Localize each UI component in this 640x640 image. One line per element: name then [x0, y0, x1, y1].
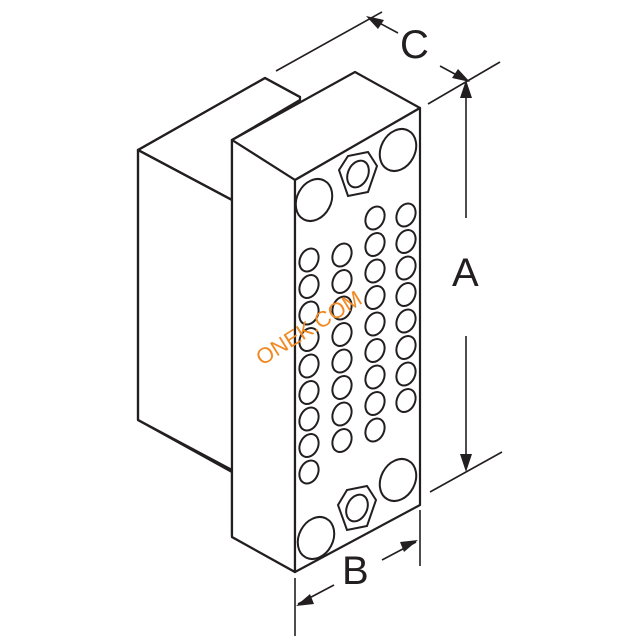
- contact-hole: [364, 390, 386, 417]
- contact-hole: [298, 406, 320, 432]
- contact-hole: [298, 432, 320, 459]
- pin-hole-grid: [298, 202, 417, 485]
- contact-hole: [395, 228, 417, 255]
- contact-hole: [331, 268, 353, 295]
- contact-hole: [331, 401, 353, 427]
- contact-hole: [395, 334, 417, 361]
- contact-hole: [364, 417, 386, 443]
- contact-hole: [364, 205, 386, 231]
- dimension-b-arrow: [400, 540, 418, 552]
- contact-hole: [298, 379, 320, 406]
- contact-hole: [364, 284, 386, 311]
- dimension-c-arrow: [452, 69, 470, 82]
- dimension-a-ext-line: [429, 451, 503, 493]
- contact-hole: [331, 374, 353, 401]
- front-block-face: [293, 106, 422, 574]
- contact-hole: [364, 311, 386, 337]
- contact-hole: [395, 202, 417, 228]
- contact-hole: [331, 242, 353, 268]
- mounting-hole: [378, 457, 418, 503]
- dimension-c-ext-line: [427, 61, 501, 105]
- contact-hole: [331, 348, 353, 374]
- contact-hole: [331, 295, 353, 321]
- contact-hole: [364, 337, 386, 364]
- housing-outline-top: [136, 76, 302, 152]
- dimension-label-b: B: [342, 549, 369, 593]
- connector-front-block: [230, 70, 422, 574]
- mounting-hole: [294, 177, 334, 223]
- mounting-hole: [296, 515, 336, 561]
- contact-hole: [298, 353, 320, 379]
- mounting-hole: [378, 127, 418, 173]
- dimension-a: A: [429, 80, 503, 493]
- dimension-label-c: C: [400, 23, 429, 67]
- contact-hole: [364, 231, 386, 258]
- dimension-label-a: A: [452, 251, 479, 295]
- guide-pin-hole: [346, 159, 370, 189]
- contact-hole: [395, 361, 417, 387]
- dimension-c-arrow: [366, 16, 384, 29]
- contact-hole: [298, 300, 320, 326]
- contact-hole: [298, 459, 320, 485]
- contact-hole: [364, 364, 386, 390]
- dimension-a-arrow: [460, 80, 472, 98]
- contact-hole: [331, 321, 353, 348]
- dimension-b-arrow: [296, 594, 314, 606]
- contact-hole: [298, 326, 320, 353]
- contact-hole: [395, 308, 417, 334]
- guide-pin-hole: [345, 493, 369, 523]
- contact-hole: [331, 427, 353, 454]
- dimension-c: C: [275, 11, 501, 105]
- contact-hole: [364, 258, 386, 284]
- contact-hole: [395, 387, 417, 414]
- contact-hole: [395, 255, 417, 281]
- contact-hole: [298, 247, 320, 273]
- contact-holes: [294, 127, 418, 561]
- dimension-c-ext-line: [275, 11, 383, 72]
- contact-hole: [298, 273, 320, 300]
- contact-hole: [395, 281, 417, 308]
- dimension-a-arrow: [460, 454, 472, 472]
- dimension-b: B: [294, 510, 421, 636]
